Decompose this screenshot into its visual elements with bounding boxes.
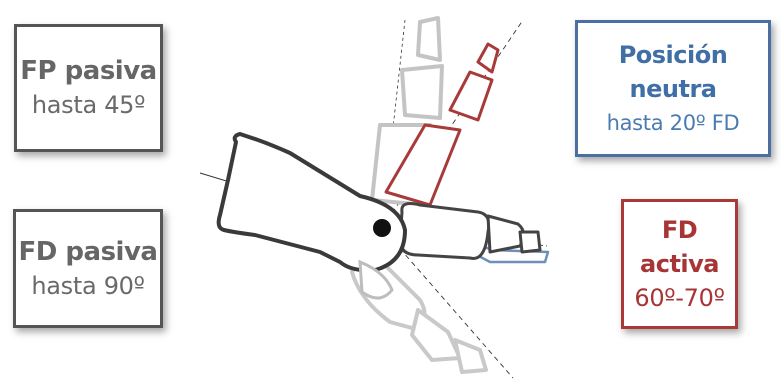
fp-pasiva-value: hasta 45º xyxy=(32,88,145,122)
fp-pasiva-label-box: FP pasiva hasta 45º xyxy=(14,24,163,152)
posicion-neutra-title: Posición neutra xyxy=(578,38,768,106)
distal-phalanx-down xyxy=(455,340,486,372)
fd-activa-value: 60º-70º xyxy=(634,281,724,315)
fd-pasiva-title: FD pasiva xyxy=(19,235,158,269)
proximal-phalanx-neutral xyxy=(400,204,489,259)
distal-phalanx-active xyxy=(478,44,498,72)
posicion-neutra-value: hasta 20º FD xyxy=(607,106,740,140)
middle-phalanx-active xyxy=(450,72,492,120)
middle-phalanx-down xyxy=(412,310,460,360)
fd-pasiva-label-box: FD pasiva hasta 90º xyxy=(13,209,163,328)
fd-pasiva-value: hasta 90º xyxy=(31,269,144,303)
joint-center-dot xyxy=(373,219,391,237)
distal-phalanx-neutral xyxy=(520,232,540,252)
distal-phalanx-up xyxy=(418,18,440,60)
fp-pasiva-title: FP pasiva xyxy=(20,54,156,88)
posicion-neutra-label-box: Posición neutra hasta 20º FD xyxy=(575,20,771,157)
fd-activa-label-box: FD activa 60º-70º xyxy=(621,199,738,329)
fd-activa-title: FD activa xyxy=(624,213,735,281)
middle-phalanx-neutral xyxy=(488,216,524,252)
middle-phalanx-up xyxy=(402,66,442,118)
